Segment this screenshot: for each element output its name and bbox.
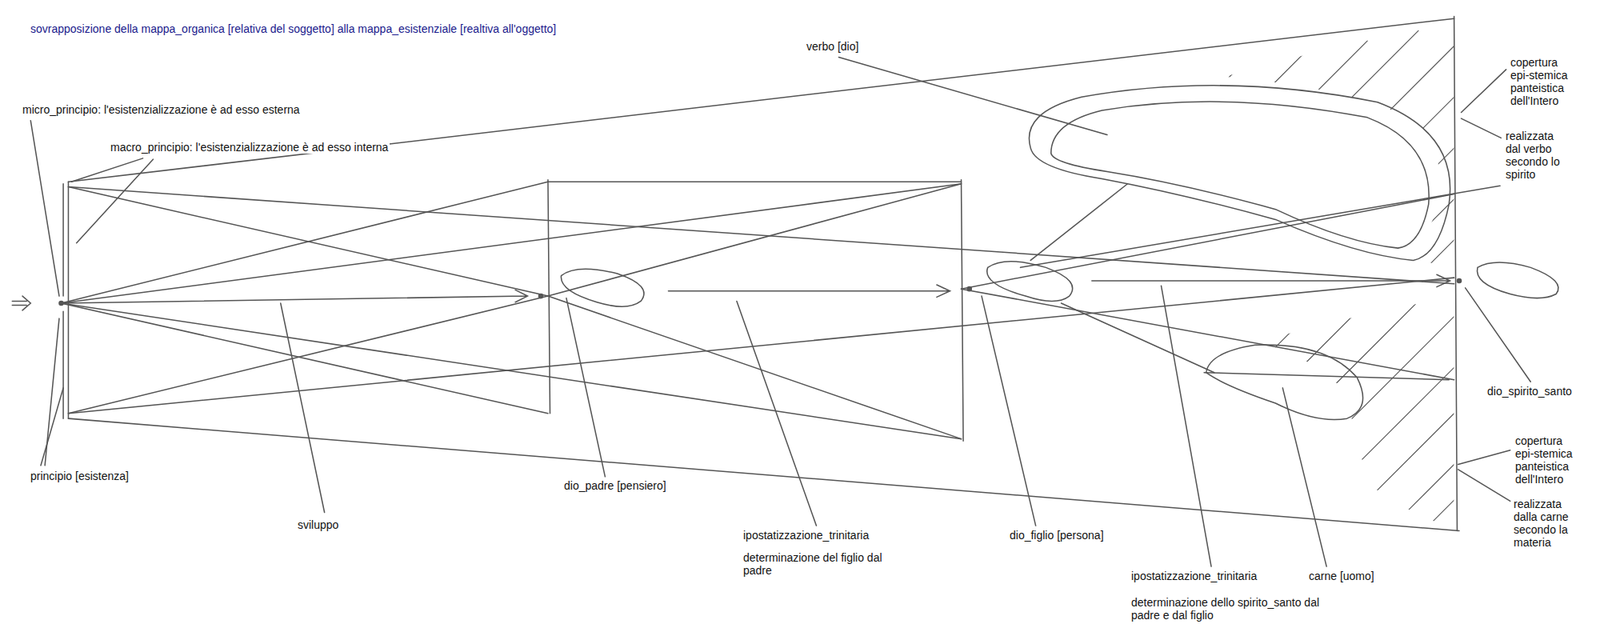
diagram-title: sovrapposizione della mappa_organica [re… (30, 22, 556, 36)
diagram-label: verbo [dio] (804, 40, 860, 53)
diagram-label: dio_spirito_santo (1485, 384, 1574, 398)
diagram-label: principio [esistenza] (28, 469, 131, 483)
diagram-label: carne [uomo] (1307, 569, 1376, 583)
diagram-label: ipostatizzazione_trinitaria (741, 528, 871, 542)
diagram-label: ipostatizzazione_trinitaria (1129, 569, 1259, 583)
diagram-label: determinazione del figlio dal padre (741, 551, 888, 577)
diagram-label: sviluppo (296, 518, 340, 532)
diagram-label: micro_principio: l'esistenzializzazione … (20, 103, 302, 116)
diagram-label: dio_figlio [persona] (1008, 528, 1106, 542)
diagram-label: realizzata dal verbo secondo lo spirito (1504, 129, 1567, 181)
diagram-label: copertura epi-stemica panteistica dell'I… (1508, 56, 1574, 108)
diagram-label: realizzata dalla carne secondo la materi… (1512, 497, 1575, 549)
diagram-label: copertura epi-stemica panteistica dell'I… (1513, 434, 1579, 486)
diagram-label: determinazione dello spirito_santo dal p… (1129, 596, 1327, 622)
diagram-label: macro_principio: l'esistenzializzazione … (108, 140, 390, 154)
diagram-label: dio_padre [pensiero] (562, 479, 668, 492)
